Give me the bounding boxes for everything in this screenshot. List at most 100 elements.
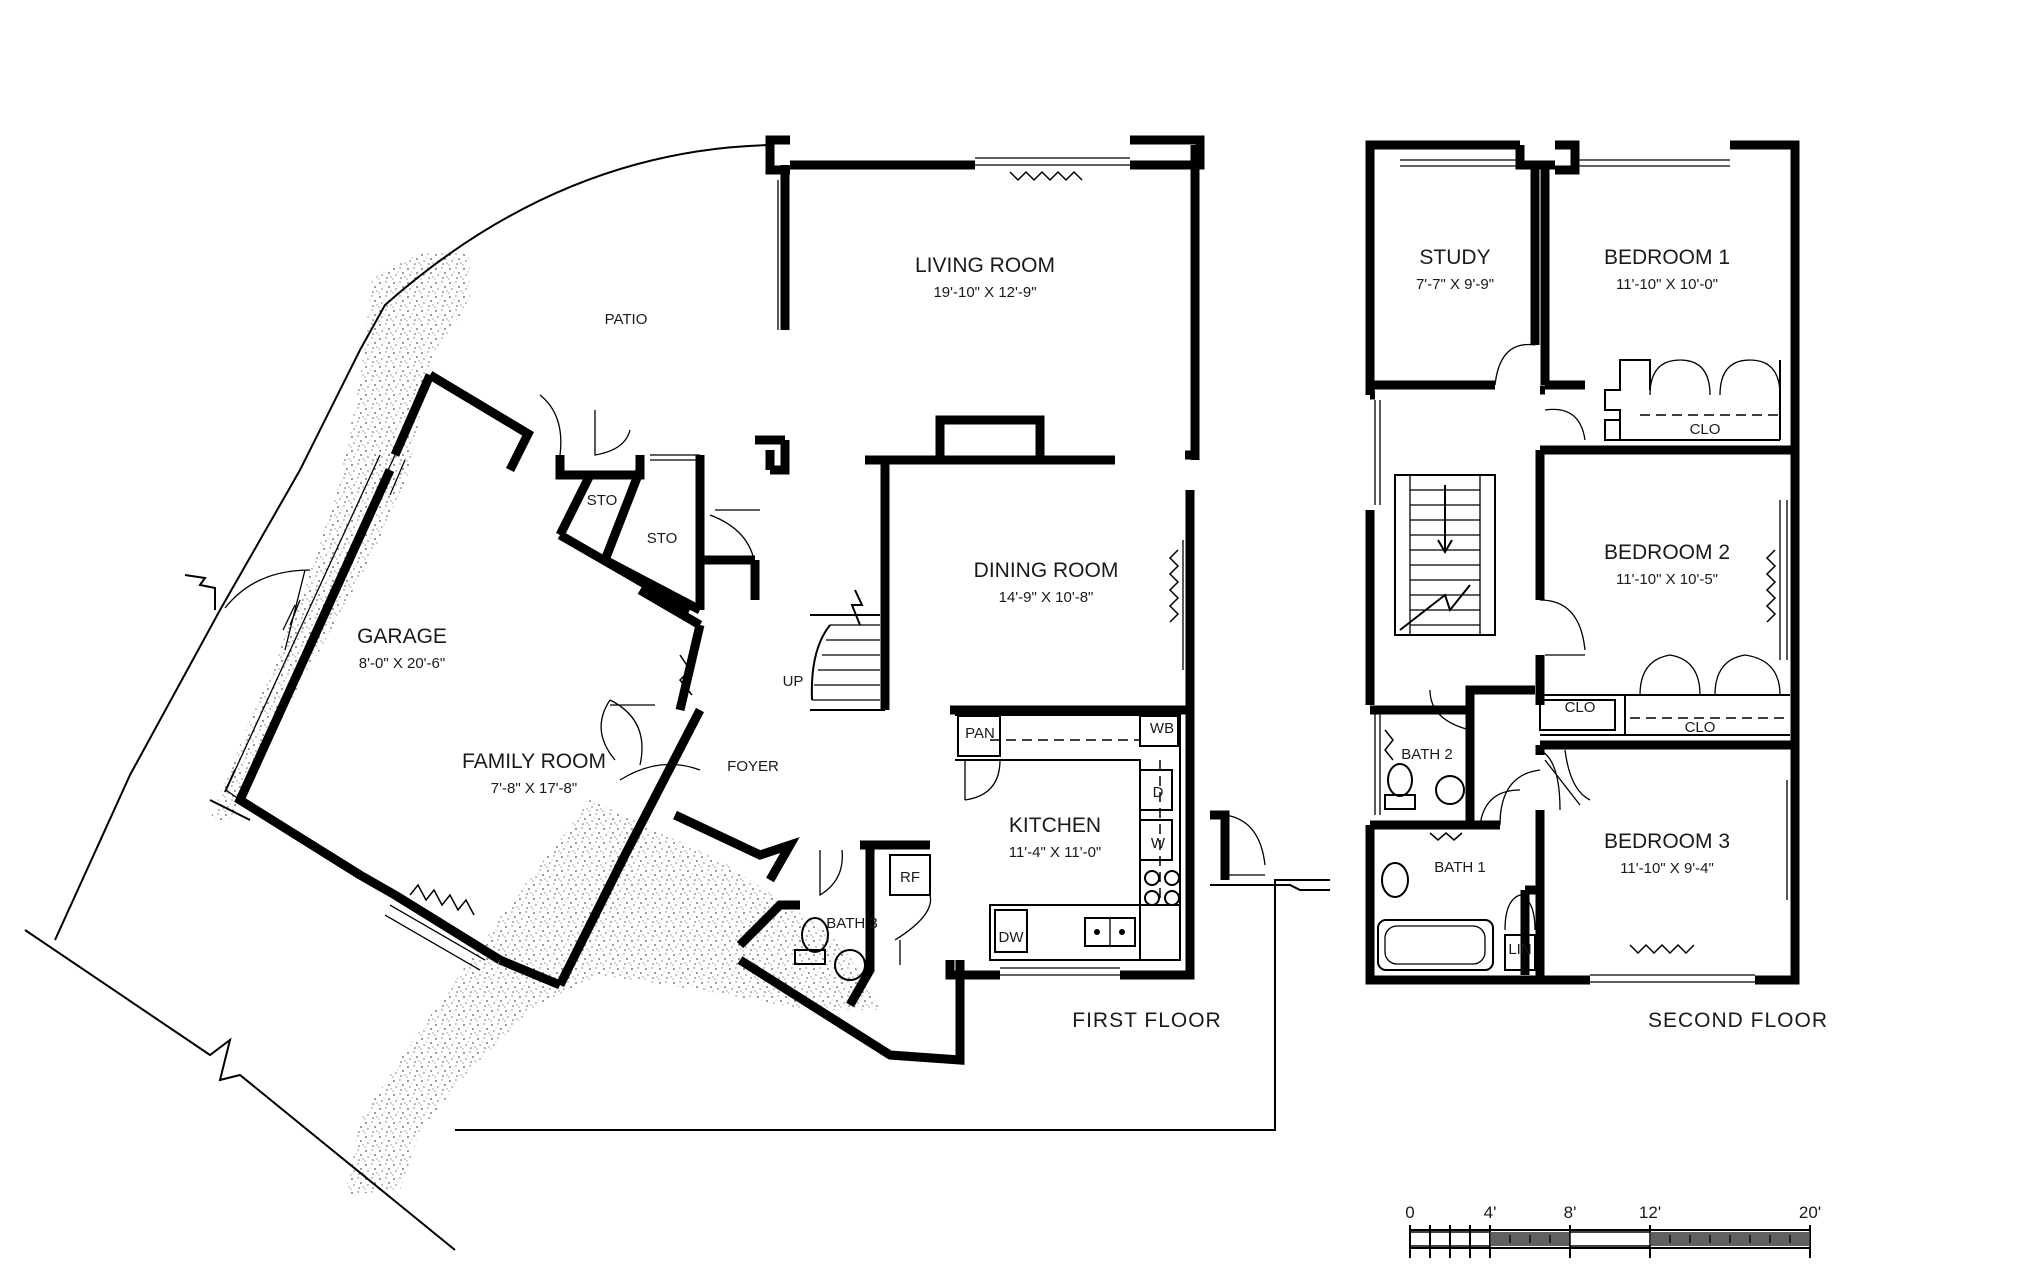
bath3-sink (834, 949, 866, 981)
living-room-dims: 19'-10" X 12'-9" (933, 284, 1036, 301)
pantry-door[interactable] (964, 759, 1001, 801)
foyer-closet-door[interactable] (709, 509, 760, 566)
bath2-label: BATH 2 (1401, 746, 1452, 763)
rf-door[interactable] (894, 894, 932, 965)
fireplace (865, 415, 1115, 465)
bedroom2-door[interactable] (1539, 599, 1586, 656)
up-label: UP (783, 673, 804, 690)
sto-door-1[interactable] (594, 410, 631, 456)
bedroom3-door-swing[interactable] (1544, 759, 1581, 806)
bath3-label: BATH 3 (826, 915, 877, 932)
kitchen-counter-dash (990, 739, 1161, 900)
study-window (1400, 159, 1520, 167)
graphic-scale: 0 4' 8' 12' 20' (1405, 1203, 1821, 1258)
study-walls (1370, 165, 1540, 390)
linen-doors[interactable] (1504, 894, 1536, 931)
living-window-left (777, 180, 786, 330)
sto-label-1: STO (587, 492, 618, 509)
kitchen-name: KITCHEN (1009, 814, 1101, 837)
dining-window-zig (1168, 549, 1180, 623)
bath2-sink (1435, 775, 1465, 805)
study-dims: 7'-7" X 9'-9" (1416, 276, 1494, 293)
bath2-door[interactable] (1429, 689, 1541, 826)
bedroom1-door[interactable] (1544, 408, 1586, 441)
kitchen-island-bottom (989, 904, 1181, 961)
bath2-toilet (1387, 763, 1413, 797)
second-stair (1394, 474, 1496, 636)
garage-dims: 8'-0" X 20'-6" (359, 655, 445, 672)
kitchen-window-bottom (1000, 967, 1120, 976)
study-door[interactable] (1494, 343, 1536, 386)
bedroom2-closet (1540, 694, 1790, 736)
first-floor-plan (24, 135, 1330, 1251)
living-room-name: LIVING ROOM (915, 254, 1055, 277)
linen-box (1504, 934, 1536, 971)
bath3-tank (794, 949, 826, 965)
second-hall-door[interactable] (1539, 749, 1591, 811)
bedroom2-zig (1765, 549, 1777, 623)
garage-name: GARAGE (357, 625, 447, 648)
family-zigzag (409, 883, 475, 916)
second-floor-plan (1365, 140, 1800, 985)
front-door-swing[interactable] (619, 763, 701, 781)
wb-box (1139, 715, 1179, 747)
bath1-toilet (1381, 862, 1409, 898)
sto-walls (555, 455, 705, 614)
garage-block (209, 371, 705, 990)
bedroom1-name: BEDROOM 1 (1604, 246, 1730, 269)
bedroom2-name: BEDROOM 2 (1604, 541, 1730, 564)
rf-box (889, 854, 931, 896)
sto-label-2: STO (647, 530, 678, 547)
side-entry-door[interactable] (1224, 814, 1266, 876)
d-label: D (1153, 784, 1164, 801)
clo-label-3: CLO (1685, 719, 1716, 736)
kitchen-counter (955, 714, 1181, 960)
bedroom2-closet-doors[interactable] (1639, 654, 1781, 696)
scale-tick-0: 0 (1405, 1203, 1414, 1222)
bedroom3-name: BEDROOM 3 (1604, 830, 1730, 853)
bedroom3-window-bottom (1590, 974, 1755, 983)
bath1-door[interactable] (1479, 789, 1521, 826)
bedroom1-walls (1540, 165, 1585, 390)
family-room-door[interactable] (600, 699, 616, 761)
living-window-zig (1009, 170, 1083, 182)
bedroom1-closet-doors[interactable] (1649, 359, 1781, 396)
dining-room-name: DINING ROOM (974, 559, 1119, 582)
bedroom1-closet (1604, 359, 1781, 441)
foyer-front-door[interactable] (609, 699, 655, 766)
second-floor-title: SECOND FLOOR (1648, 1009, 1828, 1032)
kitchen-walls (945, 705, 1195, 980)
bath2-wall-hatch (1384, 729, 1394, 761)
site-line-step (1210, 884, 1330, 891)
bedroom2-dims: 11'-10" X 10'-5" (1616, 571, 1718, 588)
bedroom2-window (1779, 500, 1788, 660)
sto-wall-top (695, 455, 760, 600)
dw-label: DW (999, 929, 1025, 946)
second-outer-walls[interactable] (1365, 140, 1800, 985)
side-entry-walls (1210, 810, 1230, 880)
bedroom1-window (1575, 159, 1730, 167)
bath3-walls (673, 810, 965, 1065)
patio-label: PATIO (605, 311, 648, 328)
bath3-door[interactable] (819, 849, 843, 897)
range-burners (1144, 870, 1180, 906)
family-room-dims: 7'-8" X 17'-8" (491, 780, 577, 797)
bath1-hatch (1429, 832, 1463, 841)
patio-door[interactable] (539, 394, 562, 456)
garage-door-side[interactable] (224, 569, 311, 651)
w-label: W (1151, 835, 1166, 852)
bath1-tub-inner (1384, 925, 1486, 965)
scale-tick-4: 4' (1484, 1203, 1497, 1222)
bedroom3-dims: 11'-10" X 9'-4" (1620, 860, 1714, 877)
bath1-tub (1377, 919, 1494, 971)
wb-label: WB (1150, 720, 1174, 737)
bath1-label: BATH 1 (1434, 859, 1485, 876)
bath-walls (1370, 685, 1535, 830)
scale-tick-12: 12' (1639, 1203, 1661, 1222)
scale-tick-8: 8' (1564, 1203, 1577, 1222)
site-break-left (184, 574, 216, 610)
patio-boundary (54, 144, 771, 941)
study-name: STUDY (1419, 246, 1490, 269)
dining-room-dims: 14'-9" X 10'-8" (999, 589, 1094, 606)
